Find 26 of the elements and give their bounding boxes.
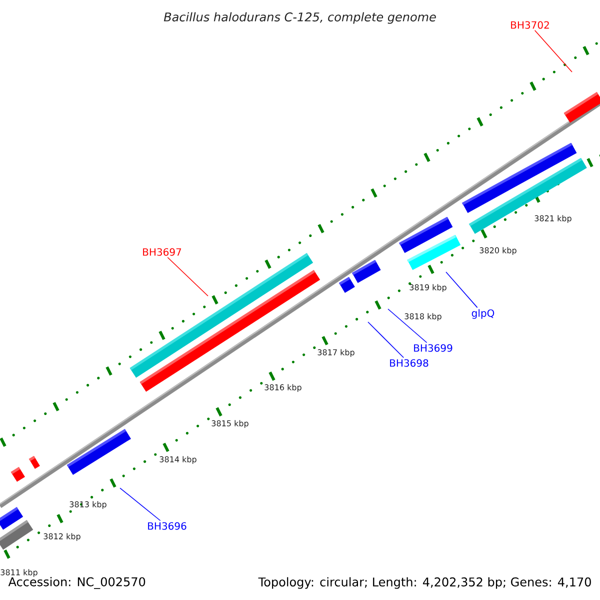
leader-line <box>120 488 161 522</box>
scale-label: 3820 kbp <box>480 247 516 255</box>
scale-label: 3819 kbp <box>410 284 446 292</box>
leader-line <box>368 322 404 358</box>
gene-label: BH3696 <box>148 522 186 530</box>
scale-label: 3813 kbp <box>70 501 106 509</box>
title: Bacillus halodurans C-125, complete genome <box>164 12 436 24</box>
gene-label: BH3698 <box>390 359 428 367</box>
gene-label: BH3697 <box>143 248 182 256</box>
scale-label: 3818 kbp <box>404 313 442 321</box>
gene-label: BH3699 <box>414 344 452 352</box>
scale-label: 3817 kbp <box>318 349 354 357</box>
gene-label: glpQ <box>472 309 494 319</box>
leader-line <box>388 308 428 344</box>
scale-label: 3816 kbp <box>264 384 302 392</box>
genome-info: Topology: circular; Length: 4,202,352 bp; Genes: 4,170 <box>258 577 591 589</box>
leader-line <box>167 257 208 296</box>
scale-label: 3812 kbp <box>44 533 80 541</box>
scale-label: 3814 kbp <box>160 456 196 464</box>
leader-line <box>534 30 572 72</box>
accession-label: Accession: NC_002570 <box>8 577 146 589</box>
scale-label: 3815 kbp <box>212 420 248 428</box>
scale-label: 3821 kbp <box>534 215 572 223</box>
scale-label: 3811 kbp <box>0 569 38 577</box>
leader-line <box>446 272 478 308</box>
gene-label: BH3702 <box>511 21 549 29</box>
